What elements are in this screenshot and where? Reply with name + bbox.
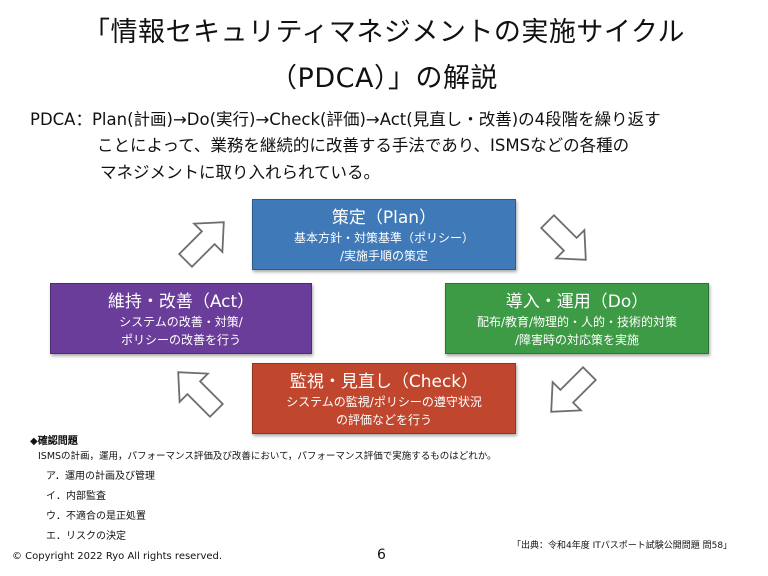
- question-option-u: ウ．不適合の是正処置: [46, 511, 146, 522]
- check-desc-line-1: システムの監視/ポリシーの遵守状況: [286, 395, 482, 409]
- question-heading: ◆確認問題: [30, 436, 78, 447]
- arrow-act-to-plan-icon: [177, 221, 225, 269]
- do-title: 導入・運用（Do）: [505, 292, 649, 312]
- pdca-check-box: 監視・見直し（Check） システムの監視/ポリシーの遵守状況 の評価などを行う: [252, 363, 516, 434]
- pdca-do-box: 導入・運用（Do） 配布/教育/物理的・人的・技術的対策 /障害時の対応策を実施: [445, 283, 709, 354]
- do-desc-line-2: /障害時の対応策を実施: [514, 333, 640, 347]
- arrow-check-to-act-icon: [177, 371, 225, 419]
- question-option-e: エ．リスクの決定: [46, 531, 126, 542]
- page-number: 6: [377, 547, 386, 563]
- arrow-plan-to-do-icon: [539, 213, 587, 261]
- intro-line-3: マネジメントに取り入れられている。: [100, 163, 381, 182]
- question-text: ISMSの計画，運用，パフォーマンス評価及び改善において，パフォーマンス評価で実…: [38, 451, 497, 462]
- source-citation: 「出典：令和4年度 ITパスポート試験公開問題 問58」: [512, 541, 733, 551]
- question-option-i: イ．内部監査: [46, 491, 106, 502]
- intro-line-1: PDCA：Plan(計画)→Do(実行)→Check(評価)→Act(見直し・改…: [30, 110, 661, 129]
- slide-title-line-2: （PDCA）」の解説: [270, 63, 498, 94]
- question-option-a: ア．運用の計画及び管理: [46, 471, 155, 482]
- pdca-act-box: 維持・改善（Act） システムの改善・対策/ ポリシーの改善を行う: [50, 283, 312, 354]
- act-title: 維持・改善（Act）: [107, 292, 255, 312]
- do-desc-line-1: 配布/教育/物理的・人的・技術的対策: [476, 315, 678, 329]
- act-desc-line-1: システムの改善・対策/: [119, 315, 243, 329]
- plan-title: 策定（Plan）: [331, 208, 437, 228]
- check-title: 監視・見直し（Check）: [289, 372, 479, 392]
- arrow-do-to-check-icon: [550, 365, 598, 413]
- check-desc-line-2: の評価などを行う: [335, 413, 432, 427]
- act-desc-line-2: ポリシーの改善を行う: [120, 333, 241, 347]
- copyright-notice: © Copyright 2022 Ryo All rights reserved…: [12, 551, 223, 562]
- pdca-plan-box: 策定（Plan） 基本方針・対策基準（ポリシー） /実施手順の策定: [252, 199, 516, 270]
- plan-desc-line-2: /実施手順の策定: [339, 249, 429, 263]
- slide-title-line-1: 「情報セキュリティマネジメントの実施サイクル: [82, 17, 686, 48]
- plan-desc-line-1: 基本方針・対策基準（ポリシー）: [293, 231, 474, 245]
- intro-line-2: ことによって、業務を継続的に改善する手法であり、ISMSなどの各種の: [97, 136, 630, 155]
